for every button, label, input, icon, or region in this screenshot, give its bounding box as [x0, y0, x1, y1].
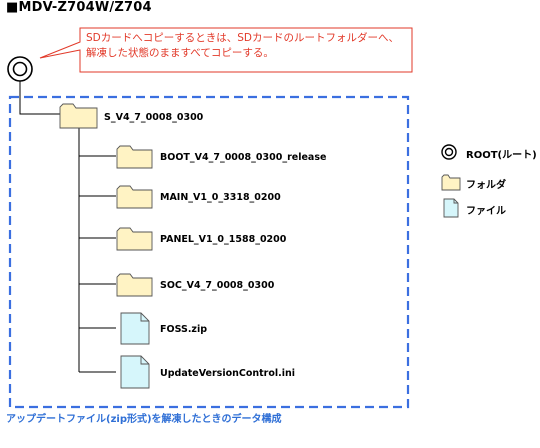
legend-file-icon — [443, 198, 459, 218]
file-label: FOSS.zip — [160, 324, 208, 335]
folder-icon — [116, 145, 153, 169]
tree-lines — [19, 81, 116, 373]
model-title: ■MDV-Z704W/Z704 — [6, 0, 152, 15]
legend-file-label: ファイル — [466, 206, 506, 217]
folder-icon — [116, 185, 153, 209]
folder-icon — [116, 227, 153, 251]
legend-root-label: ROOT(ルート) — [466, 150, 537, 161]
callout-box — [39, 27, 413, 73]
folder-icon — [59, 103, 98, 129]
folder-label: SOC_V4_7_0008_0300 — [160, 280, 275, 291]
diagram-caption: アップデートファイル(zip形式)を解凍したときのデータ構成 — [6, 414, 282, 425]
file-icon — [120, 312, 150, 345]
dashed-container — [8, 95, 410, 409]
root-icon — [7, 56, 33, 82]
folder-icon — [116, 273, 153, 297]
legend-folder-label: フォルダ — [466, 180, 506, 191]
legend-folder-icon — [441, 174, 461, 191]
callout-line-1: SDカードへコピーするときは、SDカードのルートフォルダーへ、 — [86, 32, 399, 44]
file-label: UpdateVersionControl.ini — [160, 368, 296, 379]
root-folder-label: S_V4_7_0008_0300 — [104, 112, 204, 123]
folder-label: PANEL_V1_0_1588_0200 — [160, 234, 287, 245]
legend-root-icon — [441, 144, 457, 160]
folder-label: MAIN_V1_0_3318_0200 — [160, 192, 281, 203]
file-icon — [120, 355, 150, 389]
folder-label: BOOT_V4_7_0008_0300_release — [160, 152, 327, 163]
callout-line-2: 解凍した状態のまますべてコピーする。 — [86, 47, 274, 59]
